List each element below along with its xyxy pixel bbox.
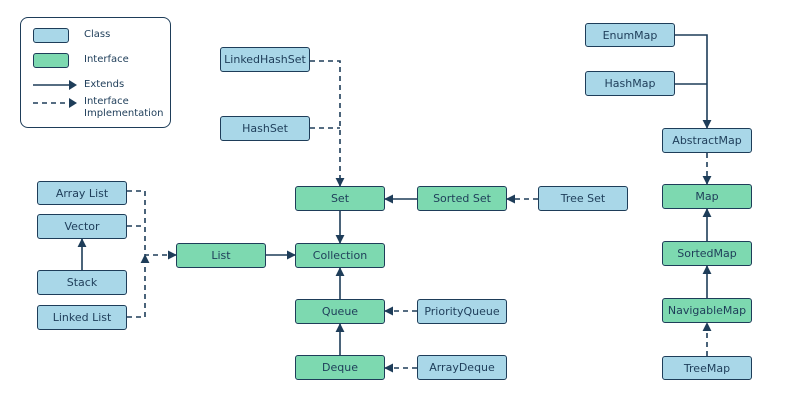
node-linkedlist[interactable]: Linked List	[37, 305, 127, 330]
node-map[interactable]: Map	[662, 184, 752, 209]
node-arraylist[interactable]: Array List	[37, 181, 127, 205]
node-list[interactable]: List	[176, 243, 266, 268]
node-treeset[interactable]: Tree Set	[538, 186, 628, 211]
edge-arraylist-to-list	[127, 190, 177, 260]
legend-interface-label: Interface	[84, 54, 129, 65]
node-collection[interactable]: Collection	[295, 243, 385, 268]
node-hashmap[interactable]: HashMap	[585, 71, 675, 96]
legend-class-label: Class	[84, 29, 111, 40]
legend: Class Interface Extends Interface Implem…	[20, 17, 171, 128]
legend-implementation-arrow-icon	[33, 98, 77, 108]
legend-class-swatch	[33, 28, 69, 43]
edge-linkedlist-to-list	[127, 254, 150, 318]
node-stack[interactable]: Stack	[37, 270, 127, 295]
node-vector[interactable]: Vector	[37, 214, 127, 239]
legend-extends-label: Extends	[84, 79, 125, 90]
node-navigablemap[interactable]: NavigableMap	[662, 298, 752, 323]
node-treemap[interactable]: TreeMap	[662, 356, 752, 380]
node-hashset[interactable]: HashSet	[220, 116, 310, 141]
legend-extends-arrow-icon	[33, 80, 77, 90]
legend-interface-swatch	[33, 53, 69, 68]
edge-enummap-to-abstractmap	[675, 34, 712, 129]
node-arraydeque[interactable]: ArrayDeque	[417, 355, 507, 380]
node-abstractmap[interactable]: AbstractMap	[662, 128, 752, 153]
node-enummap[interactable]: EnumMap	[585, 23, 675, 47]
node-deque[interactable]: Deque	[295, 355, 385, 380]
node-sortedmap[interactable]: SortedMap	[662, 241, 752, 266]
node-queue[interactable]: Queue	[295, 299, 385, 324]
node-sortedset[interactable]: Sorted Set	[417, 186, 507, 211]
edge-linkedhashset-to-set	[310, 60, 345, 187]
node-set[interactable]: Set	[295, 186, 385, 211]
legend-implementation-label-line2: Implementation	[84, 108, 164, 119]
node-priorityqueue[interactable]: PriorityQueue	[417, 299, 507, 324]
legend-implementation-label-line1: Interface	[84, 96, 129, 107]
node-linkedhashset[interactable]: LinkedHashSet	[220, 47, 310, 72]
